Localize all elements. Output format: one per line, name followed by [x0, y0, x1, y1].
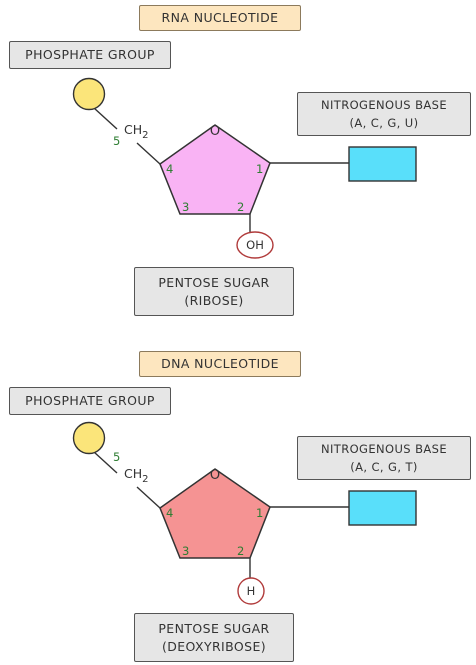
dna-carbon-4: 4 — [166, 506, 173, 520]
dna-sugar-ring — [159, 468, 271, 559]
rna-sugar-label-line1: PENTOSE SUGAR — [158, 274, 270, 290]
rna-sugar-label: PENTOSE SUGAR (RIBOSE) — [134, 267, 294, 316]
rna-title: RNA NUCLEOTIDE — [139, 5, 301, 31]
dna-carbon-2: 2 — [237, 544, 244, 558]
rna-phosphate-label: PHOSPHATE GROUP — [9, 41, 171, 69]
dna-title: DNA NUCLEOTIDE — [139, 351, 301, 377]
rna-ring-oxygen: O — [210, 124, 220, 139]
rna-base-rect — [348, 146, 417, 182]
dna-base-label-line2: (A, C, G, T) — [350, 460, 418, 474]
rna-phosphate-bond — [93, 107, 118, 130]
rna-carbon-3: 3 — [182, 200, 189, 214]
rna-base-label: NITROGENOUS BASE (A, C, G, U) — [297, 92, 471, 136]
dna-carbon-1: 1 — [256, 506, 263, 520]
rna-c2-group-label: OH — [246, 238, 264, 252]
rna-ch2-label: CH2 — [124, 122, 149, 141]
dna-ch2-label: CH2 — [124, 466, 149, 485]
rna-c5-bond — [136, 142, 161, 165]
dna-sugar-label-line2: (DEOXYRIBOSE) — [161, 638, 267, 654]
rna-base-label-line1: NITROGENOUS BASE — [321, 98, 447, 112]
rna-c2-group-circle — [236, 231, 274, 259]
rna-carbon-4: 4 — [166, 162, 173, 176]
rna-sugar-ring — [159, 124, 271, 215]
rna-phosphate-circle — [72, 77, 106, 111]
dna-phosphate-label: PHOSPHATE GROUP — [9, 387, 171, 415]
dna-sugar-label-line1: PENTOSE SUGAR — [158, 620, 270, 636]
dna-c2-group-label: H — [247, 584, 256, 598]
dna-carbon-3: 3 — [182, 544, 189, 558]
dna-base-rect — [348, 490, 417, 526]
dna-phosphate-circle — [72, 421, 106, 455]
dna-base-label: NITROGENOUS BASE (A, C, G, T) — [297, 436, 471, 480]
dna-ring-oxygen: O — [210, 468, 220, 483]
dna-carbon-5: 5 — [113, 450, 120, 464]
dna-base-label-line1: NITROGENOUS BASE — [321, 442, 447, 456]
dna-structure: CH2 O H 5 4 1 3 2 — [72, 421, 417, 605]
dna-sugar-label: PENTOSE SUGAR (DEOXYRIBOSE) — [134, 613, 294, 662]
rna-base-label-line2: (A, C, G, U) — [349, 116, 419, 130]
rna-sugar-label-line2: (RIBOSE) — [184, 292, 244, 308]
rna-carbon-2: 2 — [237, 200, 244, 214]
dna-c2-group-circle — [237, 577, 265, 605]
dna-c5-bond — [136, 486, 161, 509]
dna-phosphate-bond — [93, 451, 118, 474]
rna-carbon-1: 1 — [256, 162, 263, 176]
rna-structure: CH2 O OH 5 4 1 3 2 — [72, 77, 417, 259]
rna-carbon-5: 5 — [113, 134, 120, 148]
